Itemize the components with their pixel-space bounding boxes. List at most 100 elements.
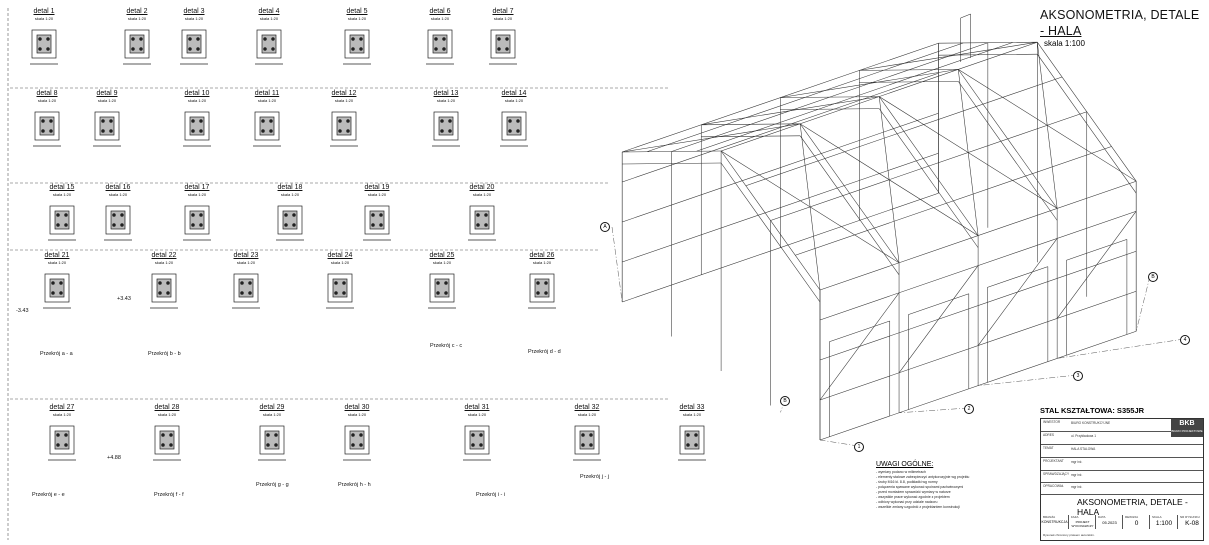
title-line-1: AKSONOMETRIA, DETALE (1040, 8, 1200, 22)
note-line: - śruby M16 kl. 8.8, podkładki wg normy (876, 480, 938, 484)
row-key: PROJEKTANT (1043, 459, 1064, 463)
detail-scale: skala 1:20 (37, 98, 57, 103)
row-key: TEMAT (1043, 446, 1054, 450)
note-line: - wszystkie prace wykonać zgodnie z proj… (876, 495, 950, 499)
detail-title: detal 32 (574, 404, 600, 411)
detail-title: detal 9 (96, 90, 118, 97)
detail-scale: skala 1:20 (436, 98, 456, 103)
detail-title: detal 31 (464, 404, 490, 411)
detail-title: detal 20 (469, 184, 495, 191)
title-scale: skala 1:100 (1044, 39, 1085, 48)
detail-title: detal 19 (364, 184, 390, 191)
detail-scale: skala 1:20 (347, 412, 367, 417)
detail-title: detal 22 (151, 252, 177, 259)
note-line: - odbiory wykonać przy udziale nadzoru (876, 500, 938, 504)
detail-scale: skala 1:20 (430, 16, 450, 21)
meta-key: FAZA (1071, 515, 1079, 519)
row-value: mgr inż. (1071, 473, 1083, 477)
detail-title: detal 8 (36, 90, 58, 97)
detail-title: detal 33 (679, 404, 705, 411)
detail-scale: skala 1:20 (47, 260, 67, 265)
cut-label-j: Przekrój j - j (580, 474, 610, 480)
meta-key: NR RYSUNKU (1180, 515, 1200, 519)
meta-value: 0 (1134, 520, 1139, 527)
axis-marker-4: 4 (1180, 335, 1190, 345)
meta-key: DATA (1098, 515, 1106, 519)
detail-scale: skala 1:20 (34, 16, 54, 21)
detail-scale: skala 1:20 (257, 98, 277, 103)
logo-text: BKB (1179, 420, 1195, 427)
detail-title: detal 5 (346, 8, 368, 15)
detail-title: detal 6 (429, 8, 451, 15)
detail-title: detal 28 (154, 404, 180, 411)
detail-title: detal 29 (259, 404, 285, 411)
detail-title: detal 12 (331, 90, 357, 97)
detail-scale: skala 1:20 (157, 412, 177, 417)
row-value: mgr inż. (1071, 460, 1083, 464)
detail-scale: skala 1:20 (262, 412, 282, 417)
axis-marker-b2: B (780, 396, 790, 406)
axis-marker-a: A (600, 222, 610, 232)
row-value: ul. Przykładowa 1 (1071, 434, 1096, 438)
meta-key: BRANŻA (1043, 515, 1056, 519)
cut-label-b: Przekrój b - b (148, 351, 181, 357)
detail-title: detal 11 (254, 90, 280, 97)
detail-scale: skala 1:20 (493, 16, 513, 21)
meta-value: KONSTRUKCJA (1041, 520, 1068, 524)
row-value: BIURO KONSTRUKCYJNE (1071, 421, 1111, 425)
row-value: HALA STALOWA (1071, 447, 1096, 451)
detail-scale: skala 1:20 (532, 260, 552, 265)
detail-title: detal 30 (344, 404, 370, 411)
row-key: ADRES (1043, 433, 1054, 437)
meta-value: K-08 (1185, 520, 1199, 527)
detail-title: detal 10 (184, 90, 210, 97)
notes-heading: UWAGI OGÓLNE: (876, 461, 934, 468)
meta-value: 05.2023 (1102, 520, 1117, 525)
detail-title: detal 27 (49, 404, 75, 411)
cut-label-f: Przekrój f - f (154, 492, 184, 498)
detail-title: detal 7 (492, 8, 514, 15)
detail-scale: skala 1:20 (330, 260, 350, 265)
detail-scale: skala 1:20 (504, 98, 524, 103)
detail-scale: skala 1:20 (367, 192, 387, 197)
general-notes: UWAGI OGÓLNE: - wymiary podano w milimet… (876, 461, 1038, 510)
note-line: - przed montażem sprawdzić wymiary w nat… (876, 490, 951, 494)
detail-scale: skala 1:20 (236, 260, 256, 265)
elevation-mark: +3.43 (117, 296, 131, 302)
detail-title: detal 15 (49, 184, 75, 191)
detail-scale: skala 1:20 (108, 192, 128, 197)
detail-title: detal 3 (183, 8, 205, 15)
cut-label-a: Przekrój a - a (40, 351, 73, 357)
detail-scale: skala 1:20 (259, 16, 279, 21)
cut-label-g: Przekrój g - g (256, 482, 289, 488)
axis-marker-b: B (1148, 272, 1158, 282)
table-footer: Rysunek chroniony prawem autorskim. (1043, 533, 1095, 537)
axis-marker-2: 2 (964, 404, 974, 414)
detail-scale: skala 1:20 (127, 16, 147, 21)
detail-scale: skala 1:20 (334, 98, 354, 103)
